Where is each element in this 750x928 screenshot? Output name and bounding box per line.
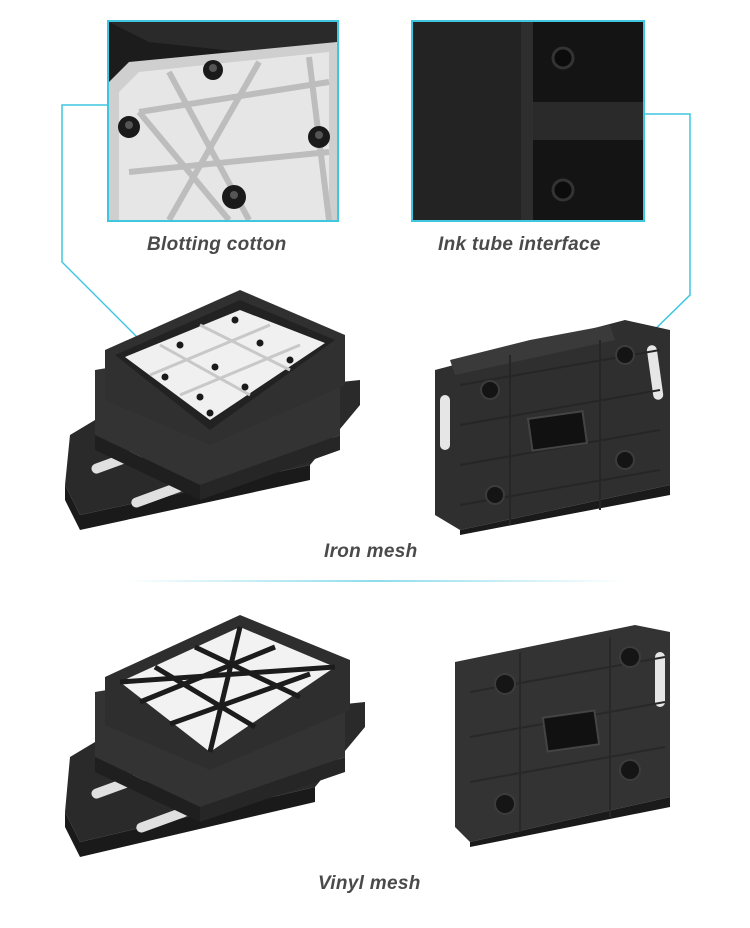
iron-mesh-back-view-image [435, 320, 670, 535]
iron-mesh-caption: Iron mesh [324, 541, 418, 562]
iron-mesh-capping-station-image [65, 290, 360, 530]
ink-tube-interface-zoom [411, 20, 645, 222]
vinyl-mesh-caption: Vinyl mesh [318, 873, 421, 894]
section-divider [125, 580, 625, 582]
vinyl-mesh-back-view-image [455, 625, 670, 847]
blotting-cotton-zoom [107, 20, 339, 222]
blotting-cotton-callout-line [61, 104, 173, 373]
blotting-cotton-detail-image [109, 22, 337, 220]
ink-tube-interface-caption: Ink tube interface [438, 234, 601, 255]
blotting-cotton-caption: Blotting cotton [147, 234, 287, 255]
ink-tube-interface-detail-image [413, 22, 643, 220]
vinyl-mesh-capping-station-image [65, 615, 365, 857]
